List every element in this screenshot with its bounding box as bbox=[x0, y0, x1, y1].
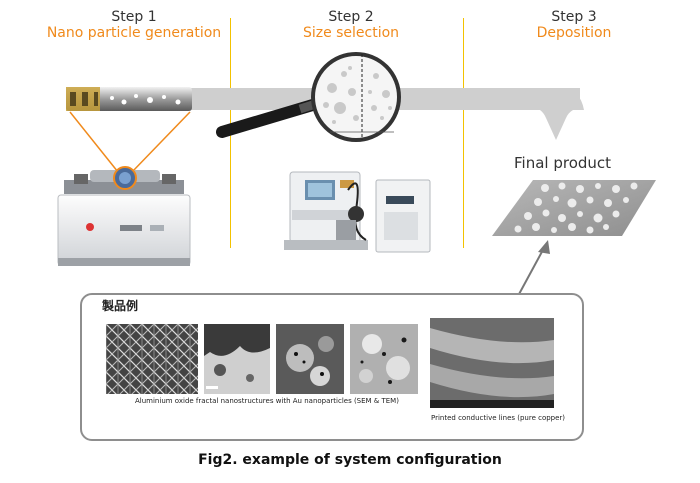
caption-left: Aluminium oxide fractal nanostructures w… bbox=[135, 397, 399, 405]
process-illustration bbox=[57, 52, 656, 297]
caption-right: Printed conductive lines (pure copper) bbox=[431, 414, 566, 422]
tem-image-1 bbox=[276, 324, 344, 394]
product-arrow bbox=[517, 240, 550, 297]
tem-image-2 bbox=[350, 324, 418, 394]
magnifying-glass-icon bbox=[216, 52, 401, 142]
examples-title: 製品例 bbox=[102, 299, 139, 313]
example-micrographs bbox=[106, 318, 554, 408]
step1-title: Step 1 bbox=[111, 9, 157, 25]
step1-subtitle: Nano particle generation bbox=[46, 25, 222, 41]
size-selection-instruments bbox=[284, 171, 431, 253]
final-product-label: Final product bbox=[514, 154, 612, 172]
generator-machine bbox=[57, 166, 191, 266]
sem-image-1 bbox=[106, 324, 198, 394]
sem-image-2 bbox=[204, 324, 270, 394]
copper-lines-image bbox=[430, 318, 554, 408]
step3-subtitle: Deposition bbox=[536, 25, 612, 41]
zoom-lines bbox=[69, 111, 191, 173]
particle-generator-zoom bbox=[66, 87, 192, 111]
step2-title: Step 2 bbox=[328, 9, 374, 25]
step-divider-2 bbox=[463, 18, 464, 248]
flow-arrow bbox=[190, 88, 584, 140]
deposited-plate bbox=[492, 180, 656, 236]
step2-subtitle: Size selection bbox=[302, 25, 400, 41]
figure-caption: Fig2. example of system configuration bbox=[198, 452, 502, 468]
step3-title: Step 3 bbox=[551, 9, 597, 25]
